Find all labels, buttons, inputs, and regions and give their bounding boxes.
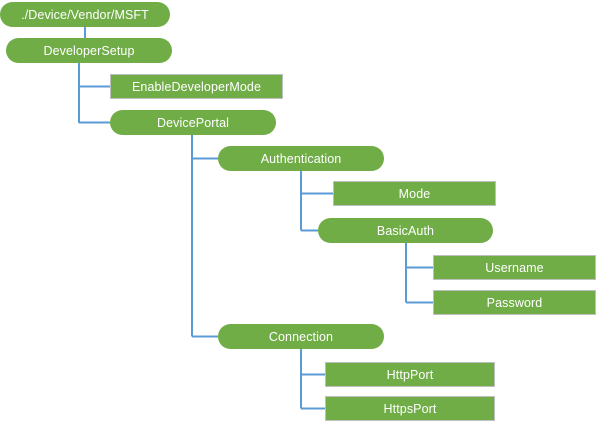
- node-enabledevelopermode-label: EnableDeveloperMode: [131, 79, 262, 94]
- node-root[interactable]: ./Device/Vendor/MSFT: [0, 2, 170, 27]
- node-authentication[interactable]: Authentication: [218, 146, 384, 171]
- node-httpsport[interactable]: HttpsPort: [325, 396, 495, 421]
- node-httpsport-label: HttpsPort: [383, 401, 437, 416]
- node-password[interactable]: Password: [433, 290, 596, 315]
- node-httpport-label: HttpPort: [386, 367, 434, 382]
- node-basicauth[interactable]: BasicAuth: [318, 218, 493, 243]
- node-connection[interactable]: Connection: [218, 324, 384, 349]
- node-developersetup[interactable]: DeveloperSetup: [6, 38, 172, 63]
- node-deviceportal[interactable]: DevicePortal: [110, 110, 276, 135]
- node-connection-label: Connection: [268, 329, 334, 344]
- node-username[interactable]: Username: [433, 255, 596, 280]
- node-username-label: Username: [485, 260, 544, 275]
- node-deviceportal-label: DevicePortal: [156, 115, 230, 130]
- node-basicauth-label: BasicAuth: [376, 223, 435, 238]
- node-mode-label: Mode: [398, 186, 431, 201]
- node-mode[interactable]: Mode: [333, 181, 496, 206]
- node-root-label: ./Device/Vendor/MSFT: [21, 7, 149, 22]
- node-authentication-label: Authentication: [260, 151, 342, 166]
- node-enabledevelopermode[interactable]: EnableDeveloperMode: [110, 74, 283, 99]
- node-developersetup-label: DeveloperSetup: [43, 43, 135, 58]
- node-httpport[interactable]: HttpPort: [325, 362, 495, 387]
- node-password-label: Password: [486, 295, 543, 310]
